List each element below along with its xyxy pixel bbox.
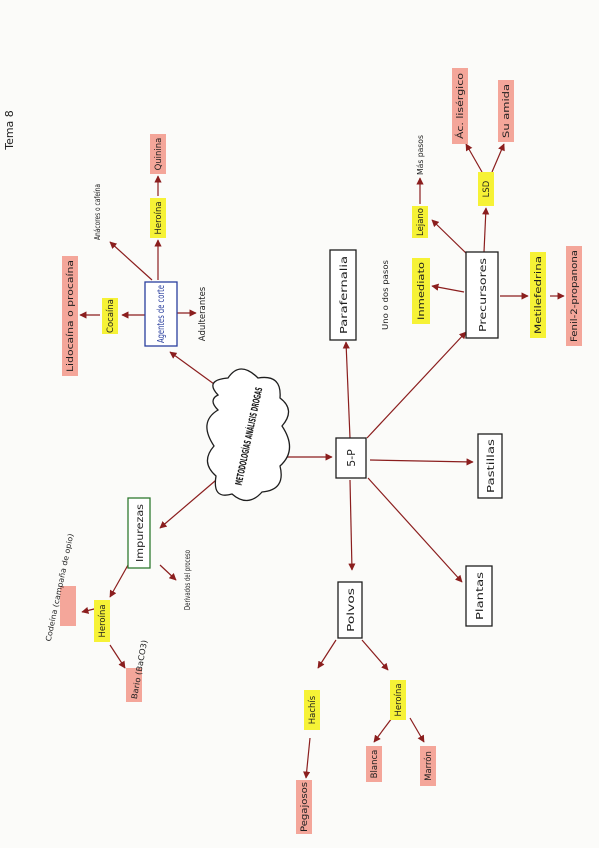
blanca-label: Blanca — [370, 750, 380, 779]
edge-precursores-inmediato — [431, 283, 465, 293]
agentes-box — [144, 281, 178, 347]
edge-sp-plantas — [367, 477, 463, 583]
edge-hachis-pegajosos — [303, 737, 311, 779]
cocaina-label: Cocaína — [106, 299, 116, 333]
sp-node: 5-P — [335, 437, 367, 479]
inmediato-label: Inmediato — [417, 262, 427, 320]
hachis-label: Hachís — [308, 695, 318, 724]
pegajosos-highlight — [296, 780, 312, 834]
edge-precursores-lsd — [482, 207, 490, 253]
pastillas-label: Pastillas — [486, 439, 497, 493]
pastillas-node: Pastillas — [477, 433, 503, 499]
parafernalia-node: Parafernalia — [329, 249, 357, 341]
metilefedrina-label: Metilefedrina — [534, 256, 544, 334]
ac-lisergico-label: Ác. lisérgico — [454, 73, 466, 139]
edge-sp-polvos — [348, 479, 356, 571]
heroina-a-label: Heroína — [154, 201, 164, 234]
pegajosos-label: Pegajosos — [300, 781, 310, 832]
hachis-highlight — [304, 690, 320, 730]
heroina-p-label: Heroína — [394, 683, 404, 716]
codeina-highlight — [60, 586, 76, 626]
page-label: Tema 8 — [3, 110, 16, 151]
edge-heroina-bario — [109, 644, 126, 669]
plantas-box — [465, 565, 493, 627]
cocaina-highlight — [102, 298, 118, 334]
fenil-highlight — [566, 246, 582, 346]
edge-sp-parafernalia — [342, 341, 351, 439]
metilefedrina-highlight — [530, 252, 546, 338]
precursores-branch: Precursores Inmediato Uno o dos pasos Le… — [381, 68, 582, 346]
heroina-p-highlight — [390, 680, 406, 720]
agentes-branch: Agentes de corte Adulterantes Cocaína Li… — [62, 134, 208, 376]
lsd-label: LSD — [482, 180, 492, 197]
edge-sp-precursores — [366, 331, 467, 439]
quinina-label: Quinina — [154, 138, 164, 171]
marron-highlight — [420, 746, 436, 786]
sp-box — [335, 437, 367, 479]
quinina-highlight — [150, 134, 166, 174]
edge-impurezas-derivados — [159, 564, 177, 581]
edge-lsd-aclisergico — [465, 143, 483, 173]
impurezas-label: Impurezas — [135, 504, 146, 562]
center-node: METODOLOGÍAS ANÁLISIS DROGAS — [206, 368, 291, 502]
edge-sp-pastillas — [369, 458, 474, 466]
polvos-box — [337, 581, 363, 639]
sp-label: 5-P — [345, 449, 358, 467]
precursores-box — [465, 251, 499, 339]
polvos-label: Polvos — [346, 588, 357, 632]
edge-impurezas-heroina — [109, 564, 129, 598]
plantas-node: Plantas — [465, 565, 493, 627]
center-cloud — [206, 368, 291, 502]
edge-precursores-lejano — [431, 219, 469, 256]
su-amida-label: Su amida — [502, 84, 512, 138]
edge-polvos-hachis — [317, 639, 337, 669]
su-amida-highlight — [498, 80, 514, 142]
edge-center-impurezas — [159, 474, 223, 529]
edge-agentes-anacores — [109, 241, 153, 281]
marron-label: Marrón — [423, 751, 434, 781]
edge-lsd-suamida — [491, 143, 505, 173]
lsd-highlight — [478, 172, 494, 206]
heroina-i-highlight — [94, 600, 110, 642]
agentes-label: Agentes de corte — [156, 285, 167, 343]
impurezas-box — [127, 497, 151, 569]
edge-heroina-blanca — [373, 717, 393, 743]
plantas-label: Plantas — [475, 572, 486, 620]
edge-polvos-heroina — [361, 639, 389, 671]
uno-dos-label: Uno o dos pasos — [381, 260, 390, 330]
ac-lisergico-highlight — [452, 68, 468, 144]
edge-heroina-marron — [409, 717, 425, 743]
heroina-a-highlight — [150, 198, 166, 238]
heroina-i-label: Heroína — [98, 604, 108, 637]
mas-pasos-label: Más pasos — [416, 135, 425, 175]
bario-highlight — [126, 668, 142, 702]
lidocaina-highlight — [62, 256, 78, 376]
pastillas-box — [477, 433, 503, 499]
anacores-label: Anácores o cafeína — [93, 184, 102, 240]
lidocaina-label: Lidocaína o procaína — [66, 260, 76, 372]
parafernalia-box — [329, 249, 357, 341]
impurezas-branch: Impurezas Derivados del proceso Heroína … — [44, 497, 192, 702]
polvos-branch: Polvos Hachís Pegajosos Heroína Blanca M… — [296, 581, 436, 834]
precursores-label: Precursores — [478, 258, 489, 332]
inmediato-highlight — [412, 258, 430, 324]
lejano-highlight — [412, 206, 428, 238]
derivados-label: Derivados del proceso — [183, 550, 192, 610]
lejano-label: Lejano — [416, 208, 426, 236]
fenil-label: Fenil-2-propanona — [570, 250, 580, 342]
blanca-highlight — [366, 746, 382, 782]
parafernalia-label: Parafernalia — [339, 256, 350, 334]
adulterantes-label: Adulterantes — [198, 286, 208, 341]
